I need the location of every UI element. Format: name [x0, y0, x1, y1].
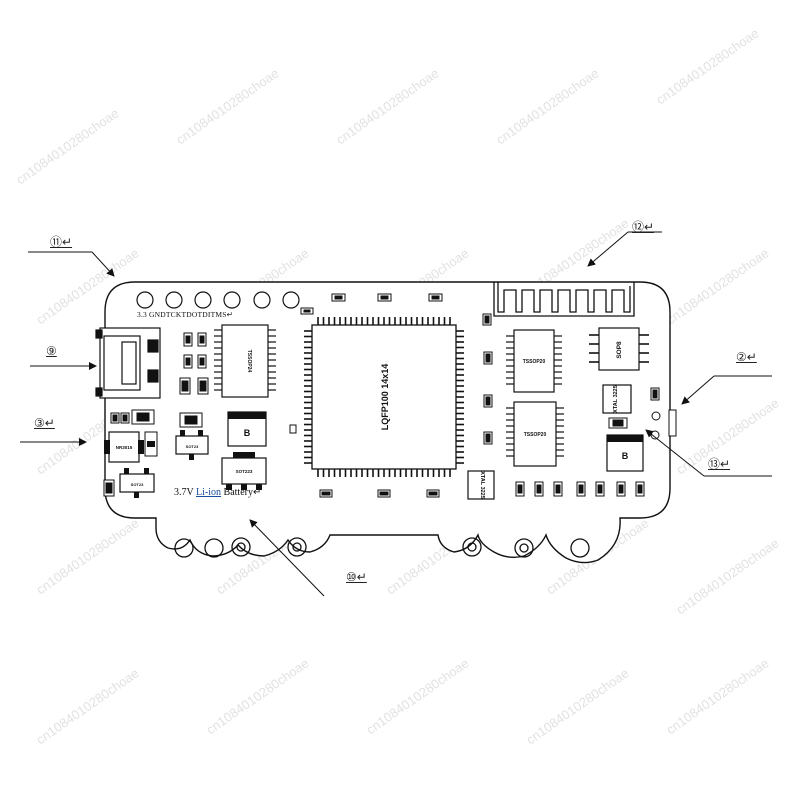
leader-13-diag [645, 429, 705, 477]
tssop24-chip: TSSOP24 [214, 324, 276, 398]
watermark-text: cn1084010280choae [493, 65, 601, 147]
sot23-left: SOT23 [175, 430, 209, 460]
callout-2: ②↵ [736, 350, 757, 364]
diode-b-left-label: B [244, 428, 251, 438]
sot23-bottom: SOT23 [119, 468, 155, 498]
watermark-text: cn1084010280choae [173, 65, 281, 147]
usb-connector [95, 327, 161, 399]
top-pads [300, 293, 443, 315]
inductor: NR3015 [104, 431, 158, 463]
tssop20-bottom: TSSOP20 [506, 401, 564, 467]
sop8-label: SOP8 [616, 341, 623, 359]
watermark-text: cn1084010280choae [363, 655, 471, 737]
watermark-text: cn1084010280choae [653, 25, 761, 107]
left-passives [103, 332, 297, 497]
leader-11-diag [91, 251, 115, 277]
regulator: SOT223 [221, 452, 267, 490]
watermark-text: cn1084010280choae [33, 515, 141, 597]
sot23-bottom-label: SOT23 [131, 482, 144, 487]
leader-12-diag [587, 231, 629, 267]
watermark-text: cn1084010280choae [663, 655, 771, 737]
callout-lines [20, 231, 772, 597]
sop8-chip: SOP8 [589, 327, 649, 371]
tssop20-bottom-label: TSSOP20 [524, 432, 547, 438]
battery-label: 3.7V Li-ion Battery↵ [174, 487, 261, 498]
callout-12: ⑫↵ [632, 220, 655, 234]
mounting-holes [174, 537, 590, 558]
diode-b-right: B [606, 434, 644, 472]
watermark-text: cn1084010280choae [673, 535, 781, 617]
callout-11: ⑪↵ [50, 235, 73, 249]
right-passives [608, 387, 677, 440]
tssop24-label: TSSOP24 [246, 350, 252, 373]
callout-10: ⑩↵ [346, 570, 367, 584]
battery-word: Battery↵ [221, 487, 262, 498]
mcu-label: LQFP100 14x14 [380, 364, 390, 431]
watermark-text: cn1084010280choae [13, 105, 121, 187]
battery-chemistry: Li-ion [196, 487, 222, 498]
callout-13: ⑬↵ [708, 457, 731, 471]
mcu-passives [319, 313, 493, 498]
xtal-right: XTAL 3225 [602, 384, 632, 414]
battery-voltage: 3.7V [174, 487, 197, 498]
bottom-row-passives [515, 481, 645, 497]
watermark-text: cn1084010280choae [203, 655, 311, 737]
tssop20-top: TSSOP20 [506, 329, 562, 393]
diode-b-left: B [227, 411, 267, 447]
antenna-trace [493, 282, 635, 317]
xtal-bottom: XTAL 3225 [467, 470, 495, 500]
callout-9: ⑨ [46, 344, 57, 358]
header-pin-labels: 3.3 GNDTCKTDOTDITMS↵ [137, 310, 234, 319]
watermark-text: cn1084010280choae [523, 665, 631, 747]
xtal-bottom-label: XTAL 3225 [479, 471, 485, 499]
leader-2-diag [681, 375, 715, 405]
tssop20-top-label: TSSOP20 [523, 359, 546, 365]
xtal-right-label: XTAL 3225 [613, 385, 619, 413]
watermark-text: cn1084010280choae [33, 665, 141, 747]
sot23-left-label: SOT23 [186, 444, 199, 449]
callout-3: ③↵ [34, 416, 55, 430]
diode-b-right-label: B [622, 451, 629, 461]
inductor-label: NR3015 [116, 445, 133, 450]
leader-10 [249, 519, 325, 597]
watermark-text: cn1084010280choae [333, 65, 441, 147]
header-pins [136, 291, 300, 309]
watermark-text: cn1084010280choae [663, 245, 771, 327]
regulator-label: SOT223 [236, 469, 253, 474]
mcu-chip: LQFP100 14x14 [304, 317, 464, 477]
